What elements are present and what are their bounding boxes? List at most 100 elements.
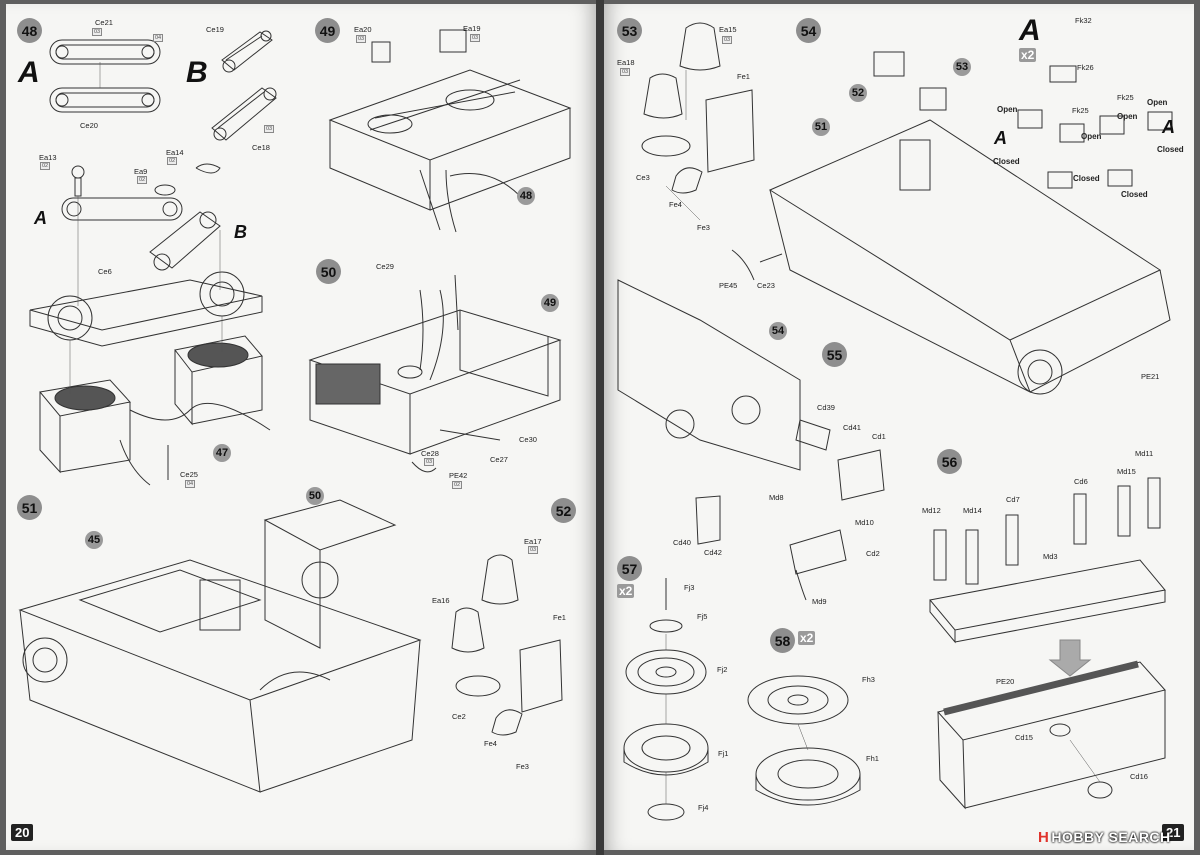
multiplier-54: x2	[1019, 48, 1037, 62]
right-page	[602, 4, 1194, 850]
part-label: Ea13	[39, 153, 57, 162]
part-label: Fk25	[1117, 93, 1134, 102]
part-label: PE45	[719, 281, 738, 290]
part-label: Ce3	[636, 173, 650, 182]
part-label: Md12	[922, 506, 941, 515]
multiplier-57: x2	[617, 584, 635, 598]
part-label: Ce28	[421, 449, 439, 458]
step-badge-55: 55	[822, 342, 847, 367]
part-label: Fj5	[697, 612, 708, 621]
part-label: Ce21	[95, 18, 113, 27]
part-label: Md14	[963, 506, 982, 515]
state-open-1: Open	[997, 105, 1018, 114]
part-label: Cd42	[704, 548, 722, 557]
ref-badge-54: 54	[769, 322, 787, 340]
part-code: 03	[528, 546, 539, 555]
part-label: Fj4	[698, 803, 709, 812]
part-label: Fe3	[516, 762, 529, 771]
ref-badge-48: 48	[517, 187, 535, 205]
book-gutter	[596, 0, 604, 855]
step-badge-50: 50	[316, 259, 341, 284]
step-badge-49: 49	[315, 18, 340, 43]
part-label: Ea19	[463, 24, 481, 33]
part-label: Fk25	[1072, 106, 1089, 115]
part-label: Cd39	[817, 403, 835, 412]
variant-label-a: A	[18, 56, 40, 89]
part-label: Ce29	[376, 262, 394, 271]
part-code: 02	[137, 176, 148, 185]
ref-badge-45: 45	[85, 531, 103, 549]
multiplier-58: x2	[798, 631, 816, 645]
ref-badge-49: 49	[541, 294, 559, 312]
part-label: Fh1	[866, 754, 879, 763]
part-label: PE42	[449, 471, 468, 480]
part-label: Ce6	[98, 267, 112, 276]
part-label: Fe3	[697, 223, 710, 232]
pulley-assembly	[29, 163, 271, 486]
state-closed-4: Closed	[1121, 190, 1148, 199]
state-closed-1: Closed	[993, 157, 1020, 166]
part-label: Ea17	[524, 537, 542, 546]
part-label: Cd40	[673, 538, 691, 547]
hobby-search-logo-icon: H	[1038, 829, 1050, 846]
left-page	[6, 4, 598, 850]
hull-assembly-54	[768, 51, 1173, 395]
hull-assembly-51	[18, 499, 422, 793]
radiator-fan-assembly	[328, 29, 572, 233]
belt-assembly-b	[211, 30, 277, 141]
part-code: 03	[356, 35, 367, 44]
belt-assembly-a	[49, 39, 161, 113]
part-label: Fe1	[737, 72, 750, 81]
part-label: PE21	[1141, 372, 1160, 381]
step-badge-48: 48	[17, 18, 42, 43]
part-label: Fe1	[553, 613, 566, 622]
variant-label-b: B	[186, 56, 208, 89]
part-label: Fe4	[669, 200, 682, 209]
part-code: 04	[185, 480, 196, 489]
part-label: Ea16	[432, 596, 450, 605]
part-label: Md3	[1043, 552, 1058, 561]
part-label: Fj2	[717, 665, 728, 674]
state-open-2: Open	[1117, 112, 1138, 121]
part-label: Cd16	[1130, 772, 1148, 781]
part-code: 03	[470, 34, 481, 43]
part-code: 03	[620, 68, 631, 77]
part-label: Fj3	[684, 583, 695, 592]
ref-badge-51: 51	[812, 118, 830, 136]
part-label: Ce20	[80, 121, 98, 130]
part-label: Ea9	[134, 167, 148, 176]
part-label: Ce30	[519, 435, 537, 444]
part-label: Cd15	[1015, 733, 1033, 742]
part-label: Ce2	[452, 712, 466, 721]
variant-label-a-small: A	[34, 208, 47, 228]
part-label: Fh3	[862, 675, 875, 684]
part-code: 03	[424, 458, 435, 467]
part-label: Ce18	[252, 143, 270, 152]
ref-badge-52: 52	[849, 84, 867, 102]
ref-badge-47: 47	[213, 444, 231, 462]
part-label: Fk26	[1077, 63, 1094, 72]
rail-assembly-56	[929, 477, 1166, 810]
page-number-right: 21	[1162, 824, 1185, 841]
cooling-assembly	[308, 274, 562, 473]
ref-badge-50: 50	[306, 487, 324, 505]
part-code: 03	[264, 125, 275, 134]
part-label: Cd1	[872, 432, 886, 441]
part-label: Cd7	[1006, 495, 1020, 504]
part-label: Cd41	[843, 423, 861, 432]
part-label: Ce19	[206, 25, 224, 34]
state-closed-2: Closed	[1157, 145, 1184, 154]
state-open-3: Open	[1147, 98, 1168, 107]
part-label: Ce27	[490, 455, 508, 464]
part-label: Fe4	[484, 739, 497, 748]
part-label: Md15	[1117, 467, 1136, 476]
part-code: 02	[40, 162, 51, 171]
part-label: Fj1	[718, 749, 729, 758]
variant-label-a-54: A	[1019, 14, 1041, 47]
part-label: Cd6	[1074, 477, 1088, 486]
part-label: Ea15	[719, 25, 737, 34]
part-label: PE20	[996, 677, 1015, 686]
sprocket-58	[747, 675, 861, 806]
